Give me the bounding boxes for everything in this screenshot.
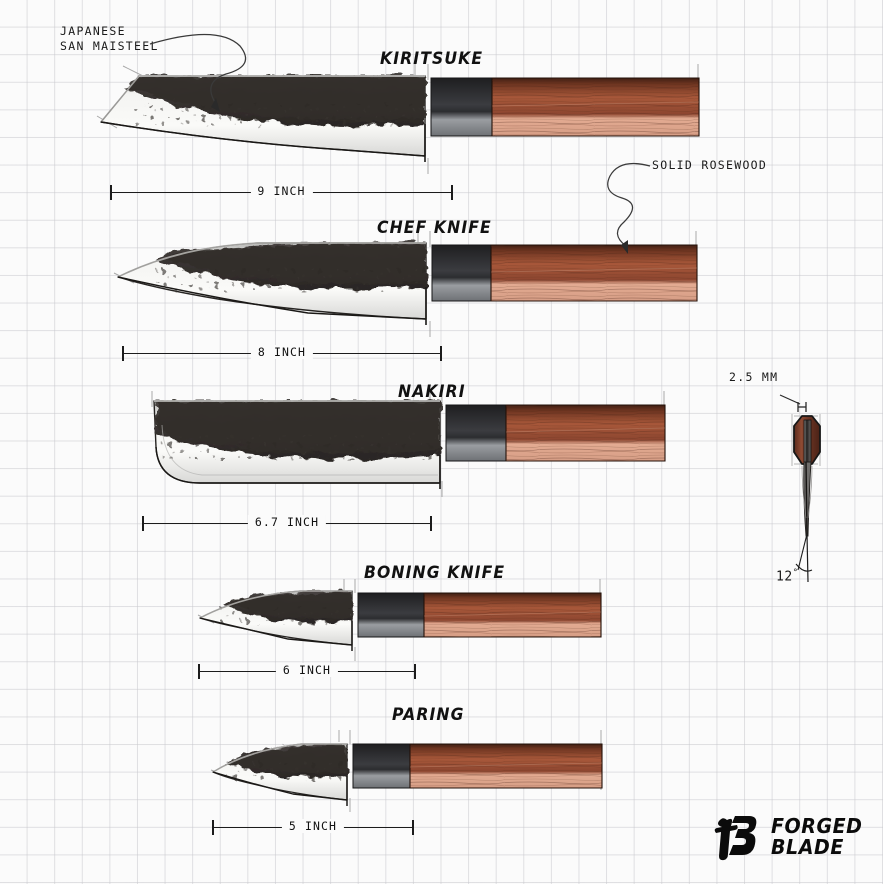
dimension-kiritsuke: 9 INCH [110,183,453,203]
annotation-rosewood: SOLID ROSEWOOD [652,158,768,172]
forged-blade-monogram-icon [714,816,757,861]
leader-line-steel [149,33,247,112]
cross-section-angle-label: 12° [776,566,799,584]
knife-boning [192,575,617,670]
dimension-nakiri: 6.7 INCH [142,514,432,534]
brand-logo: FORGED BLADE [713,812,867,862]
dimension-label: 6 INCH [275,663,339,677]
dimension-label: 5 INCH [281,819,345,833]
dimension-chef: 8 INCH [122,344,442,364]
dimension-boning: 6 INCH [198,662,416,682]
knife-title-nakiri: NAKIRI [398,382,466,402]
brand-logo-text: FORGED BLADE [771,816,863,858]
dimension-paring: 5 INCH [212,818,414,838]
steel-line-2: SAN MAISTEEL [60,39,159,53]
knife-title-kiritsuke: KIRITSUKE [380,49,484,69]
annotation-steel: JAPANESE SAN MAISTEEL [60,24,159,54]
knife-paring [205,718,615,818]
angle-degree-symbol: ° [792,568,799,578]
dimension-label: 8 INCH [250,345,314,359]
nakiri-drawing [151,391,666,497]
leader-line-rosewood [607,163,651,254]
knife-nakiri [140,385,680,505]
steel-line-1: JAPANESE [60,24,126,38]
paring-knife-drawing [210,730,603,812]
kiritsuke-drawing [96,64,700,174]
chef-knife-drawing [113,231,698,337]
knife-kiritsuke [95,58,720,178]
knife-title-boning: BONING KNIFE [364,563,506,583]
knife-title-paring: PARING [392,705,465,725]
boning-knife-drawing [197,579,602,661]
knife-chef [108,225,713,345]
dimension-label: 9 INCH [250,184,313,198]
cross-section-view [740,386,870,586]
cross-section-drawing [779,394,821,583]
dimension-label: 6.7 INCH [247,515,327,529]
cross-section-thickness-label: 2.5 MM [729,370,779,384]
brand-line-2: BLADE [771,835,844,859]
knife-title-chef: CHEF KNIFE [377,218,492,238]
angle-value: 12 [776,569,793,585]
brand-line-1: FORGED [771,814,863,838]
